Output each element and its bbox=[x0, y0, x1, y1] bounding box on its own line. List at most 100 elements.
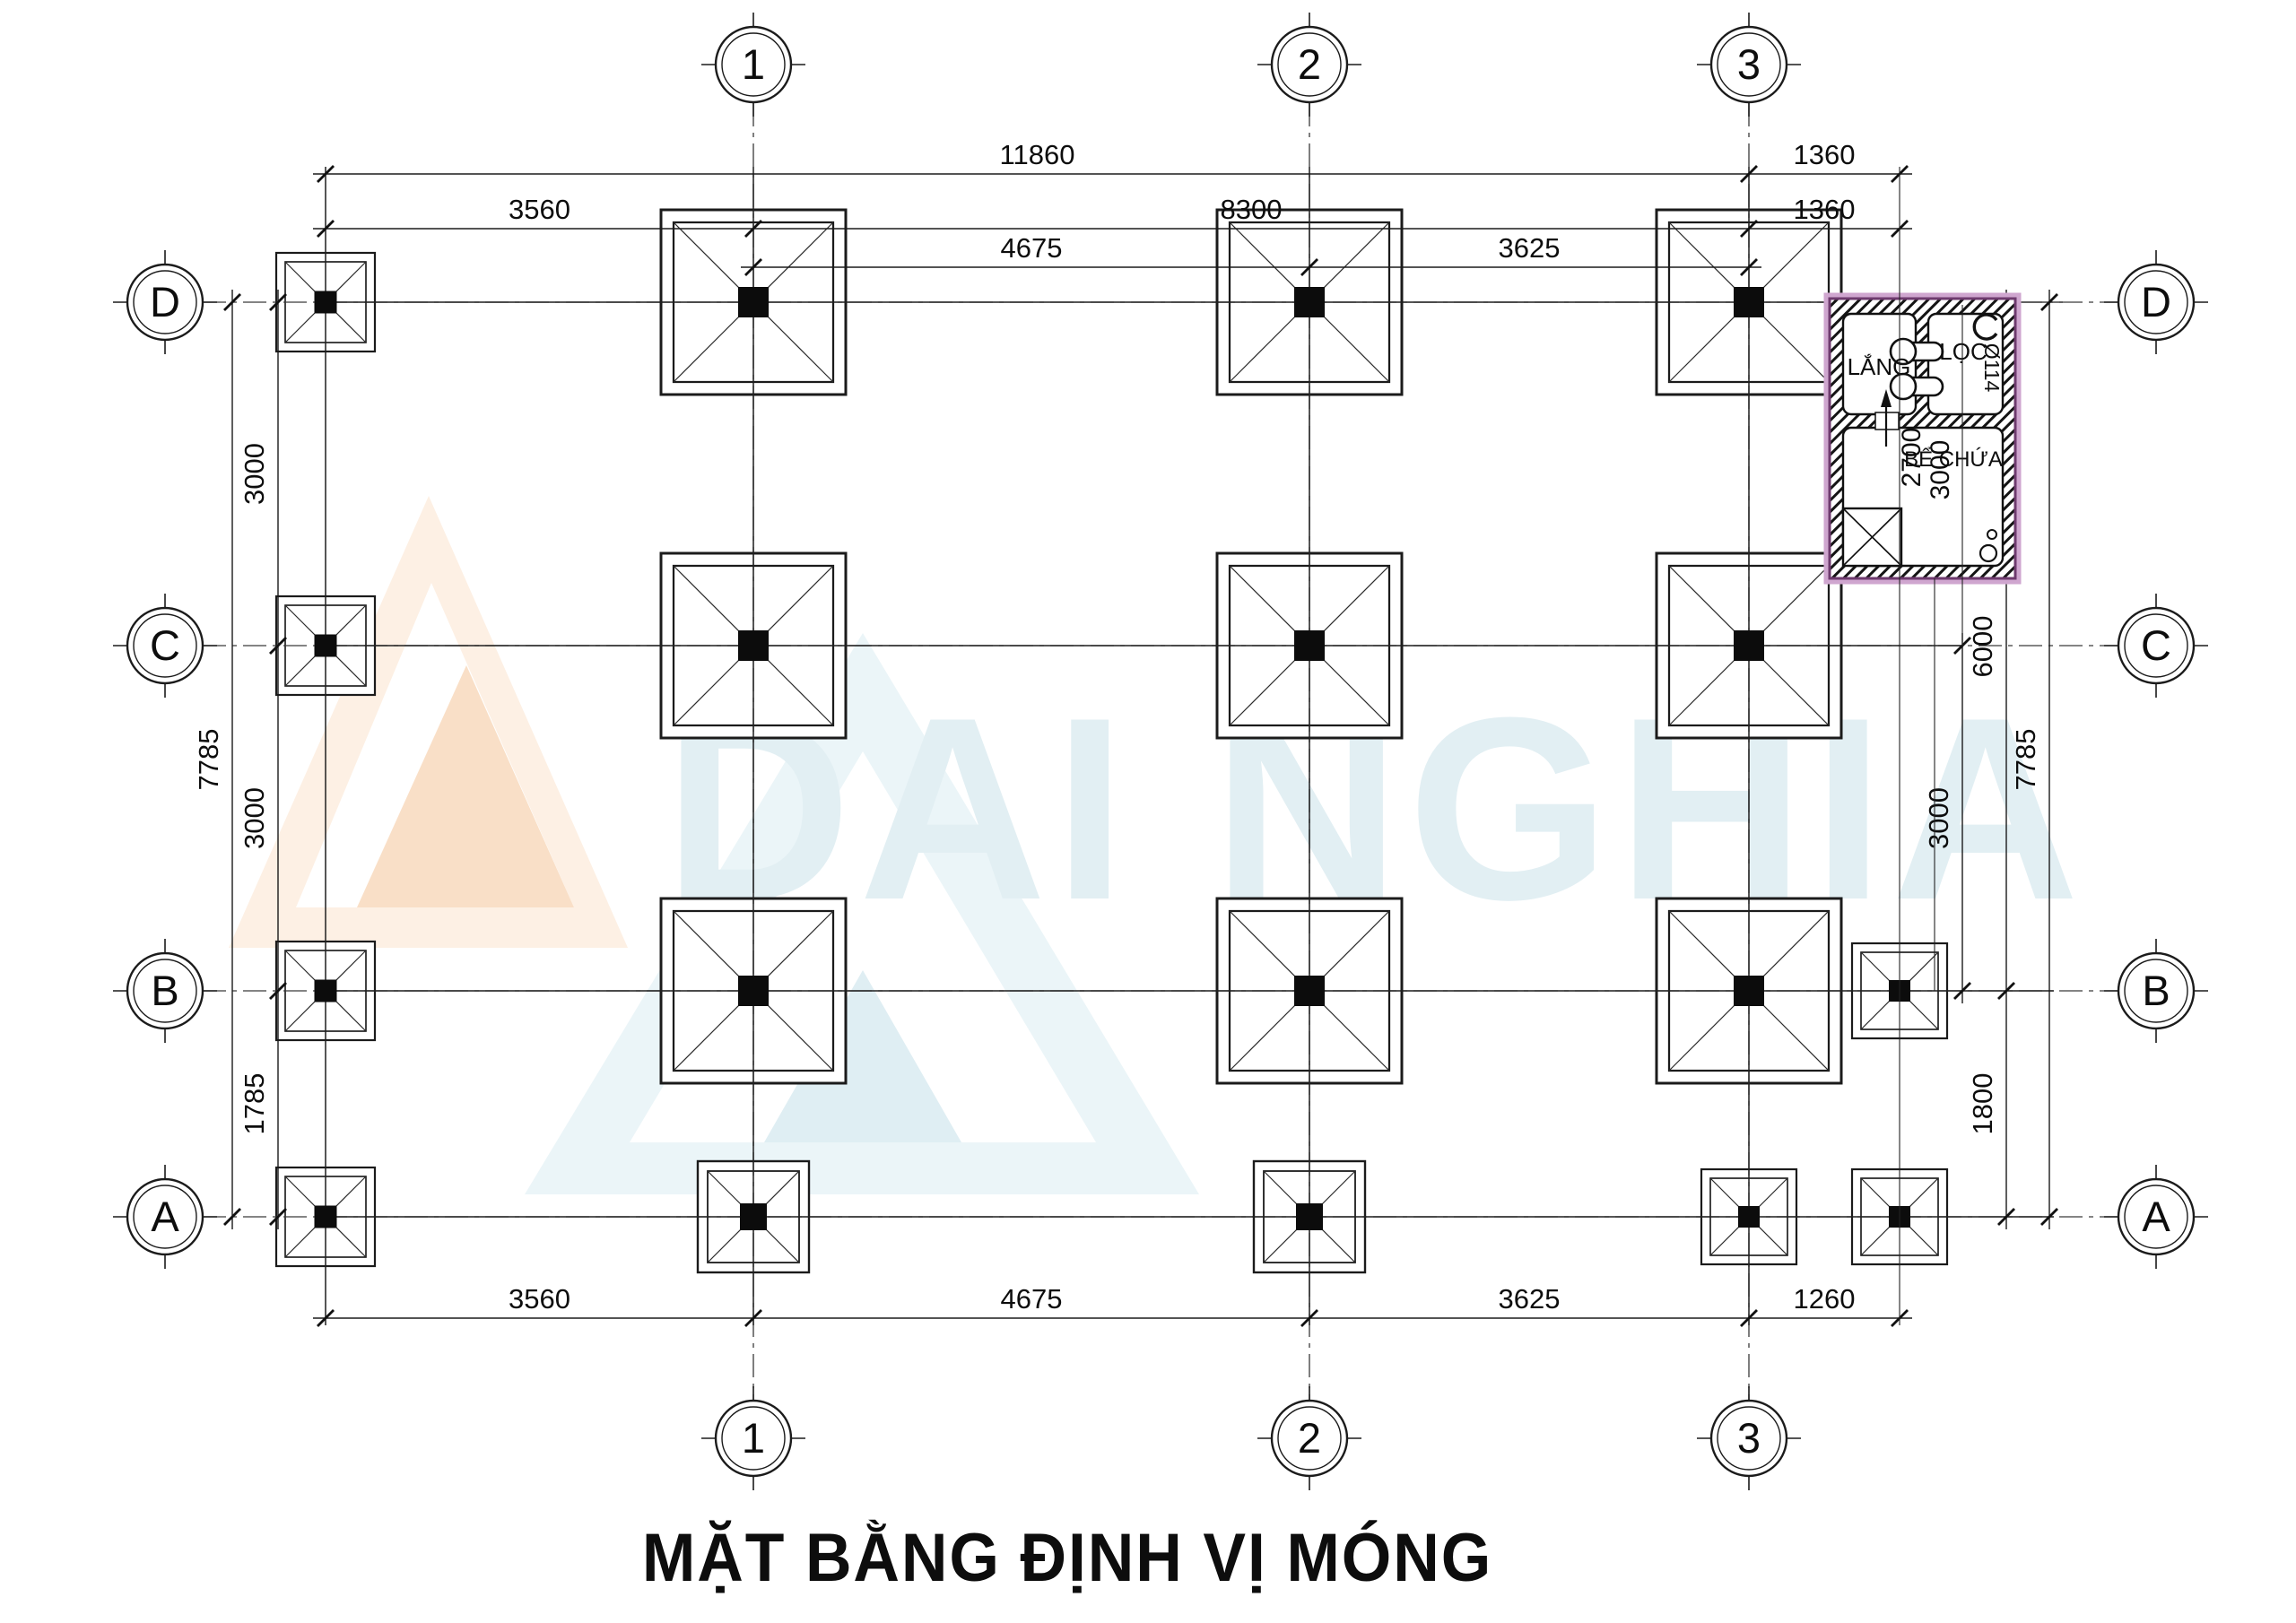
grid-bubble-3-top: 3 bbox=[1697, 13, 1801, 117]
bubble-label: C bbox=[2141, 621, 2171, 669]
bubble-inner-circle bbox=[133, 613, 197, 678]
septic-sump-diagonal bbox=[1842, 508, 1902, 567]
septic-label-storage: BỂ CHỨA bbox=[1904, 447, 2003, 472]
bubble-label: 2 bbox=[1298, 1414, 1321, 1462]
column-square bbox=[314, 1205, 337, 1228]
bubble-outer-circle bbox=[714, 25, 793, 104]
septic-label-pipe-diameter: Ø114 bbox=[1980, 343, 2004, 393]
dimension-label: 3000 bbox=[1923, 787, 1954, 849]
septic-pipe-sleeve bbox=[1889, 372, 1918, 401]
plan-title: MẶT BẰNG ĐỊNH VỊ MÓNG bbox=[641, 1520, 1493, 1596]
bubble-label: C bbox=[150, 621, 180, 669]
column-square bbox=[1734, 287, 1764, 317]
dimension-row: 3000 3000 1785 bbox=[239, 290, 287, 1229]
grid-bubble-2-top: 2 bbox=[1257, 13, 1361, 117]
grid-bubble-1-top: 1 bbox=[701, 13, 805, 117]
bubble-outer-circle bbox=[2117, 951, 2196, 1030]
column-square bbox=[314, 291, 337, 314]
bubble-outer-circle bbox=[714, 1399, 793, 1478]
grid-bubble-C-right: C bbox=[2104, 594, 2208, 698]
bubble-outer-circle bbox=[1270, 1399, 1349, 1478]
septic-flow-arrowhead bbox=[1881, 389, 1892, 407]
dimension-tick bbox=[1740, 1309, 1758, 1327]
dimension-tick bbox=[223, 293, 241, 311]
dimension-tick bbox=[2040, 1208, 2058, 1226]
septic-inspection-hole bbox=[1979, 543, 1998, 563]
dimension-label: 6000 bbox=[1967, 616, 1998, 678]
column-square bbox=[738, 287, 769, 317]
dimension-label: 3560 bbox=[509, 1283, 570, 1315]
dimension-tick bbox=[269, 1208, 287, 1226]
column-square bbox=[314, 634, 337, 657]
dimension-row: 7785 bbox=[193, 290, 241, 1229]
dimension-tick bbox=[1300, 1309, 1318, 1327]
bubble-outer-circle bbox=[126, 951, 204, 1030]
bubble-inner-circle bbox=[2124, 1185, 2188, 1249]
dimension-row: 3000 bbox=[1923, 633, 1971, 1003]
bubble-outer-circle bbox=[2117, 606, 2196, 685]
dimension-label: 3000 bbox=[239, 443, 270, 505]
dimension-tick bbox=[1740, 220, 1758, 238]
overlay-lines-layer bbox=[1899, 167, 1963, 1325]
dimension-label: 1785 bbox=[239, 1073, 270, 1135]
column-squares-layer bbox=[314, 287, 1910, 1230]
dimension-label: 8300 bbox=[1221, 194, 1283, 225]
dimension-row: 6000 1800 bbox=[1967, 290, 2015, 1229]
bubble-outer-circle bbox=[1270, 25, 1349, 104]
dimension-tick bbox=[1740, 258, 1758, 276]
dimension-tick bbox=[1997, 1208, 2015, 1226]
septic-label-settling: LẮNG bbox=[1848, 353, 1911, 380]
bubble-inner-circle bbox=[1717, 32, 1781, 97]
grid-bubble-3-bottom: 3 bbox=[1697, 1386, 1801, 1490]
bubble-outer-circle bbox=[126, 1177, 204, 1256]
grid-bubble-A-left: A bbox=[113, 1165, 217, 1269]
column-square bbox=[1734, 630, 1764, 661]
bubble-inner-circle bbox=[721, 32, 786, 97]
grid-bubble-A-right: A bbox=[2104, 1165, 2208, 1269]
bubble-label: A bbox=[2142, 1193, 2170, 1240]
septic-label-filter: LỌC bbox=[1939, 338, 1987, 365]
dimension-label: 7785 bbox=[193, 729, 224, 791]
bubble-outer-circle bbox=[2117, 1177, 2196, 1256]
dimension-tick bbox=[1740, 165, 1758, 183]
bubble-inner-circle bbox=[2124, 959, 2188, 1023]
septic-label-dim-height: 3000 bbox=[1926, 440, 1955, 500]
column-square bbox=[1296, 1203, 1323, 1230]
column-square bbox=[1294, 287, 1325, 317]
grid-bubble-2-bottom: 2 bbox=[1257, 1386, 1361, 1490]
septic-pipe-sleeve bbox=[1889, 337, 1918, 366]
dimension-label: 3000 bbox=[239, 787, 270, 849]
watermark-logo-a-inner bbox=[764, 970, 961, 1142]
dimension-tick bbox=[1997, 982, 2015, 1000]
bubble-inner-circle bbox=[1277, 32, 1342, 97]
septic-outline-light bbox=[1823, 292, 2022, 585]
bubble-label: D bbox=[2141, 278, 2171, 325]
dimension-tick bbox=[744, 258, 762, 276]
dimension-row: 7785 bbox=[2010, 290, 2058, 1229]
column-square bbox=[1738, 1206, 1760, 1228]
bubble-label: B bbox=[151, 967, 178, 1014]
bubble-outer-circle bbox=[126, 606, 204, 685]
bubble-label: D bbox=[150, 278, 180, 325]
bubble-label: A bbox=[151, 1193, 179, 1240]
dimension-label: 3625 bbox=[1499, 232, 1561, 264]
column-square bbox=[738, 630, 769, 661]
bubble-outer-circle bbox=[1709, 1399, 1788, 1478]
column-square bbox=[1294, 630, 1325, 661]
bubble-inner-circle bbox=[2124, 270, 2188, 334]
dimension-label: 1800 bbox=[1967, 1073, 1998, 1135]
bubble-outer-circle bbox=[126, 263, 204, 342]
bubble-inner-circle bbox=[721, 1406, 786, 1471]
dimension-label: 11860 bbox=[1000, 139, 1075, 170]
septic-pipe-symbol bbox=[1972, 313, 1998, 341]
grid-bubble-C-left: C bbox=[113, 594, 217, 698]
bubble-outer-circle bbox=[2117, 263, 2196, 342]
column-square bbox=[1734, 976, 1764, 1006]
septic-label-dim-width: 2700 bbox=[1897, 428, 1926, 488]
